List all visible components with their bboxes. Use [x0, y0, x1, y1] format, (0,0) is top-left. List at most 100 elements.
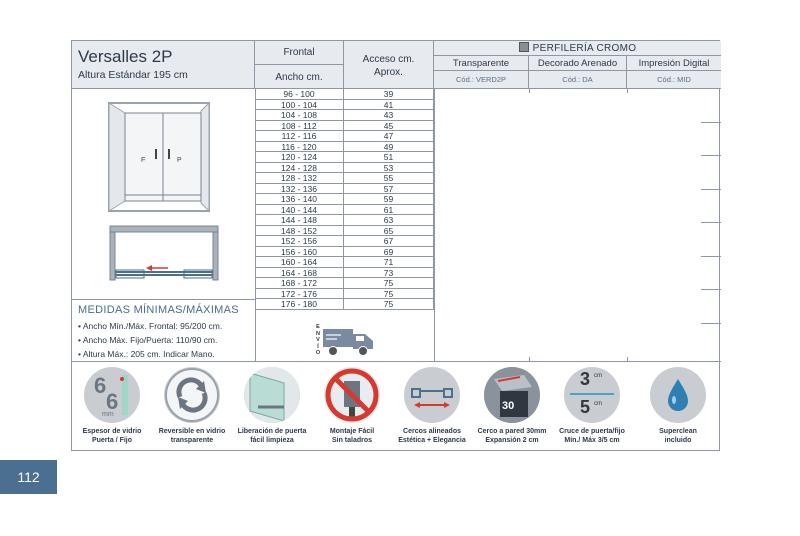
ancho-cell: 132 - 136 — [255, 183, 344, 193]
acceso-cell: 41 — [344, 99, 434, 109]
divider — [72, 299, 255, 300]
door-overlap-icon: 3 cm 5 cm — [564, 367, 620, 423]
ancho-cell: 128 - 132 — [255, 173, 344, 183]
perfileria-label: PERFILERÍA CROMO — [532, 43, 637, 54]
ancho-cell: 164 - 168 — [255, 267, 344, 277]
code-decorado: Cód.: DA — [529, 71, 627, 89]
grid-tick — [701, 222, 721, 223]
ancho-cell: 168 - 172 — [255, 278, 344, 288]
col-decorado-header: Decorado Arenado — [529, 56, 627, 71]
ancho-header: Ancho cm. — [255, 65, 344, 89]
medidas-line: • Ancho Máx. Fijo/Puerta: 110/90 cm. — [78, 335, 218, 345]
grid-tick — [701, 122, 721, 123]
ancho-cell: 156 - 160 — [255, 246, 344, 256]
acceso-cell: 57 — [344, 183, 434, 193]
glass-thickness-icon: 6 6 mm — [84, 367, 140, 423]
acceso-header-line1: Acceso cm. — [362, 54, 415, 65]
ancho-cell: 96 - 100 — [255, 89, 344, 99]
divider — [72, 361, 721, 362]
ancho-cell: 108 - 112 — [255, 120, 344, 130]
grid-tick — [701, 323, 721, 324]
medidas-title: MEDIDAS MÍNIMAS/MÁXIMAS — [78, 304, 239, 316]
grid-tick — [701, 155, 721, 156]
ancho-cell: 112 - 116 — [255, 131, 344, 141]
shower-front-drawing-icon: F P — [108, 101, 210, 213]
grid-line — [627, 357, 628, 361]
product-title: Versalles 2P — [78, 47, 173, 66]
ancho-cell: 104 - 108 — [255, 110, 344, 120]
ancho-cell: 148 - 152 — [255, 225, 344, 235]
grid-line — [627, 89, 628, 93]
grid-tick — [701, 189, 721, 190]
acceso-cell: 69 — [344, 246, 434, 256]
svg-text:P: P — [177, 157, 182, 164]
acceso-cell: 39 — [344, 89, 434, 99]
reversible-icon — [164, 367, 220, 423]
grid-line — [529, 357, 530, 361]
shower-plan-drawing-icon — [109, 225, 219, 281]
acceso-cell: 75 — [344, 278, 434, 288]
grid-tick — [701, 289, 721, 290]
door-release-icon — [244, 367, 300, 423]
aligned-frames-icon — [404, 367, 460, 423]
chrome-swatch-icon — [518, 42, 529, 52]
ancho-cell: 140 - 144 — [255, 204, 344, 214]
acceso-cell: 51 — [344, 152, 434, 162]
grid-line — [434, 89, 435, 361]
acceso-cell: 59 — [344, 194, 434, 204]
code-impresion: Cód.: MID — [627, 71, 721, 89]
product-title-cell: Versalles 2P Altura Estándar 195 cm — [72, 41, 255, 89]
medidas-line: • Ancho Mín./Máx. Frontal: 95/200 cm. — [78, 321, 223, 331]
svg-text:F: F — [141, 157, 145, 164]
acceso-cell: 73 — [344, 267, 434, 277]
ancho-cell: 120 - 124 — [255, 152, 344, 162]
code-transparente: Cód.: VERD2P — [434, 71, 529, 89]
svg-text:30: 30 — [502, 400, 514, 412]
grid-tick — [701, 256, 721, 257]
wall-frame-icon: 30 — [484, 367, 540, 423]
ancho-cell: 176 - 180 — [255, 299, 344, 309]
acceso-cell: 63 — [344, 215, 434, 225]
acceso-cell: 55 — [344, 173, 434, 183]
frontal-header: Frontal — [255, 41, 344, 65]
ancho-cell: 160 - 164 — [255, 257, 344, 267]
grid-line — [529, 89, 530, 93]
acceso-cell: 53 — [344, 162, 434, 172]
acceso-cell: 71 — [344, 257, 434, 267]
acceso-cell: 47 — [344, 131, 434, 141]
medidas-line: • Altura Máx.: 205 cm. Indicar Mano. — [78, 349, 215, 359]
ancho-cell: 172 - 176 — [255, 288, 344, 298]
acceso-cell: 61 — [344, 204, 434, 214]
acceso-cell: 75 — [344, 299, 434, 309]
